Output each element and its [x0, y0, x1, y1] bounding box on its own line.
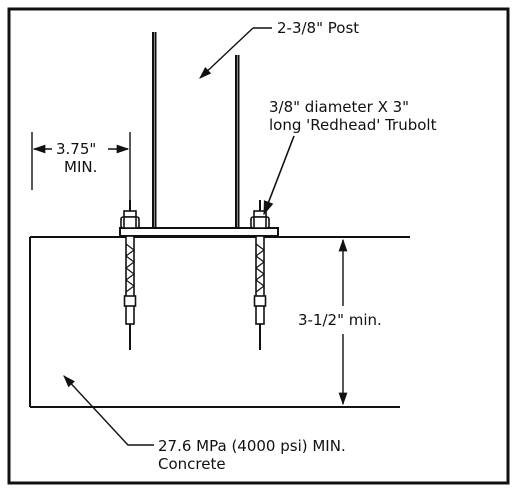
anchor-bolt-left — [120, 200, 140, 350]
bolt-label-line1: 3/8" diameter X 3" — [269, 98, 409, 116]
concrete-label-line1: 27.6 MPa (4000 psi) MIN. — [158, 437, 346, 455]
anchor-bolt-right — [250, 200, 270, 350]
drawing-frame — [7, 7, 510, 485]
edge-distance-qualifier: MIN. — [64, 158, 97, 176]
edge-distance-value: 3.75" — [56, 140, 96, 158]
post-label: 2-3/8" Post — [277, 19, 359, 37]
post — [152, 32, 240, 228]
concrete-label-line2: Concrete — [158, 455, 226, 473]
post-callout — [199, 27, 272, 79]
base-plate — [119, 227, 279, 237]
embedment-label: 3-1/2" min. — [298, 311, 382, 329]
bolt-label-line2: long 'Redhead' Trubolt — [269, 116, 437, 134]
edge-distance-dimension — [31, 132, 131, 200]
concrete-leader — [63, 375, 154, 446]
bolt-leader — [263, 135, 295, 216]
